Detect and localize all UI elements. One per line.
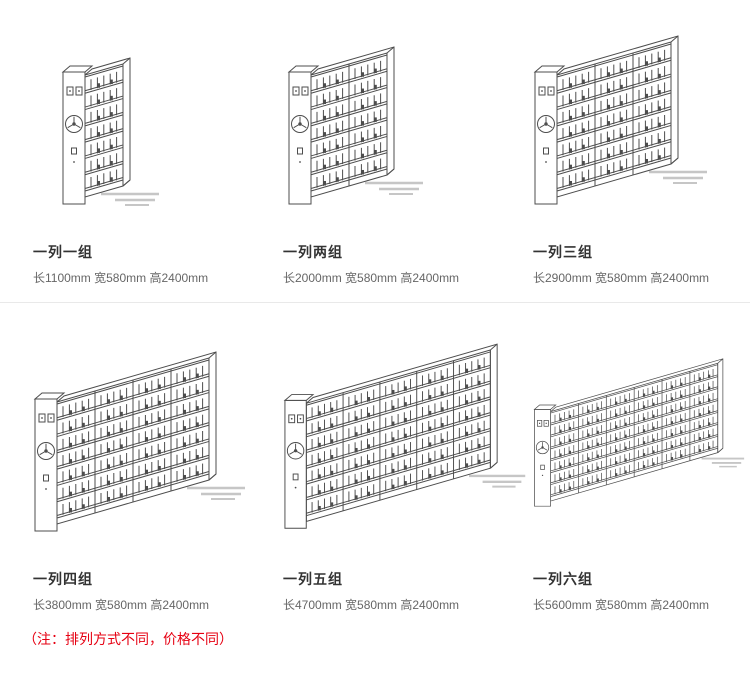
product-name: 一列五组 <box>283 571 343 587</box>
price-note: （注：排列方式不同，价格不同） <box>23 631 233 647</box>
shelving-illustration-6-bay <box>533 358 745 507</box>
section-divider <box>0 302 750 303</box>
product-spec: 长5600mm 宽580mm 高2400mm <box>533 598 710 612</box>
product-card: 一列两组 长2000mm 宽580mm 高2400mm <box>283 28 533 286</box>
product-card: 一列四组 长3800mm 宽580mm 高2400mm <box>33 317 283 613</box>
figure-wrap <box>33 28 283 226</box>
product-spec: 长3800mm 宽580mm 高2400mm <box>33 598 210 612</box>
figure-wrap <box>283 317 533 553</box>
figure-wrap <box>533 28 750 226</box>
shelving-illustration-1-bay <box>61 57 159 206</box>
product-name: 一列一组 <box>33 244 93 260</box>
product-card: 一列一组 长1100mm 宽580mm 高2400mm <box>33 28 283 286</box>
product-row-2: 一列四组 长3800mm 宽580mm 高2400mm 一列五组 长4700mm… <box>33 317 750 613</box>
shelving-illustration-5-bay <box>283 343 526 529</box>
figure-wrap <box>33 317 283 553</box>
product-name: 一列三组 <box>533 244 593 260</box>
product-spec: 长2000mm 宽580mm 高2400mm <box>283 271 460 285</box>
product-name: 一列四组 <box>33 571 93 587</box>
product-spec: 长1100mm 宽580mm 高2400mm <box>33 271 209 285</box>
product-card: 一列六组 长5600mm 宽580mm 高2400mm <box>533 317 750 613</box>
product-card: 一列五组 长4700mm 宽580mm 高2400mm <box>283 317 533 613</box>
product-name: 一列六组 <box>533 571 593 587</box>
shelving-illustration-4-bay <box>33 351 245 532</box>
shelving-illustration-2-bay <box>287 46 423 205</box>
product-spec: 长4700mm 宽580mm 高2400mm <box>283 598 460 612</box>
figure-wrap <box>533 317 750 553</box>
product-name: 一列两组 <box>283 244 343 260</box>
product-row-1: 一列一组 长1100mm 宽580mm 高2400mm 一列两组 长2000mm… <box>33 28 750 286</box>
shelving-illustration-3-bay <box>533 35 707 205</box>
product-card: 一列三组 长2900mm 宽580mm 高2400mm <box>533 28 750 286</box>
figure-wrap <box>283 28 533 226</box>
product-spec-sheet: 一列一组 长1100mm 宽580mm 高2400mm 一列两组 长2000mm… <box>0 28 750 647</box>
product-spec: 长2900mm 宽580mm 高2400mm <box>533 271 710 285</box>
